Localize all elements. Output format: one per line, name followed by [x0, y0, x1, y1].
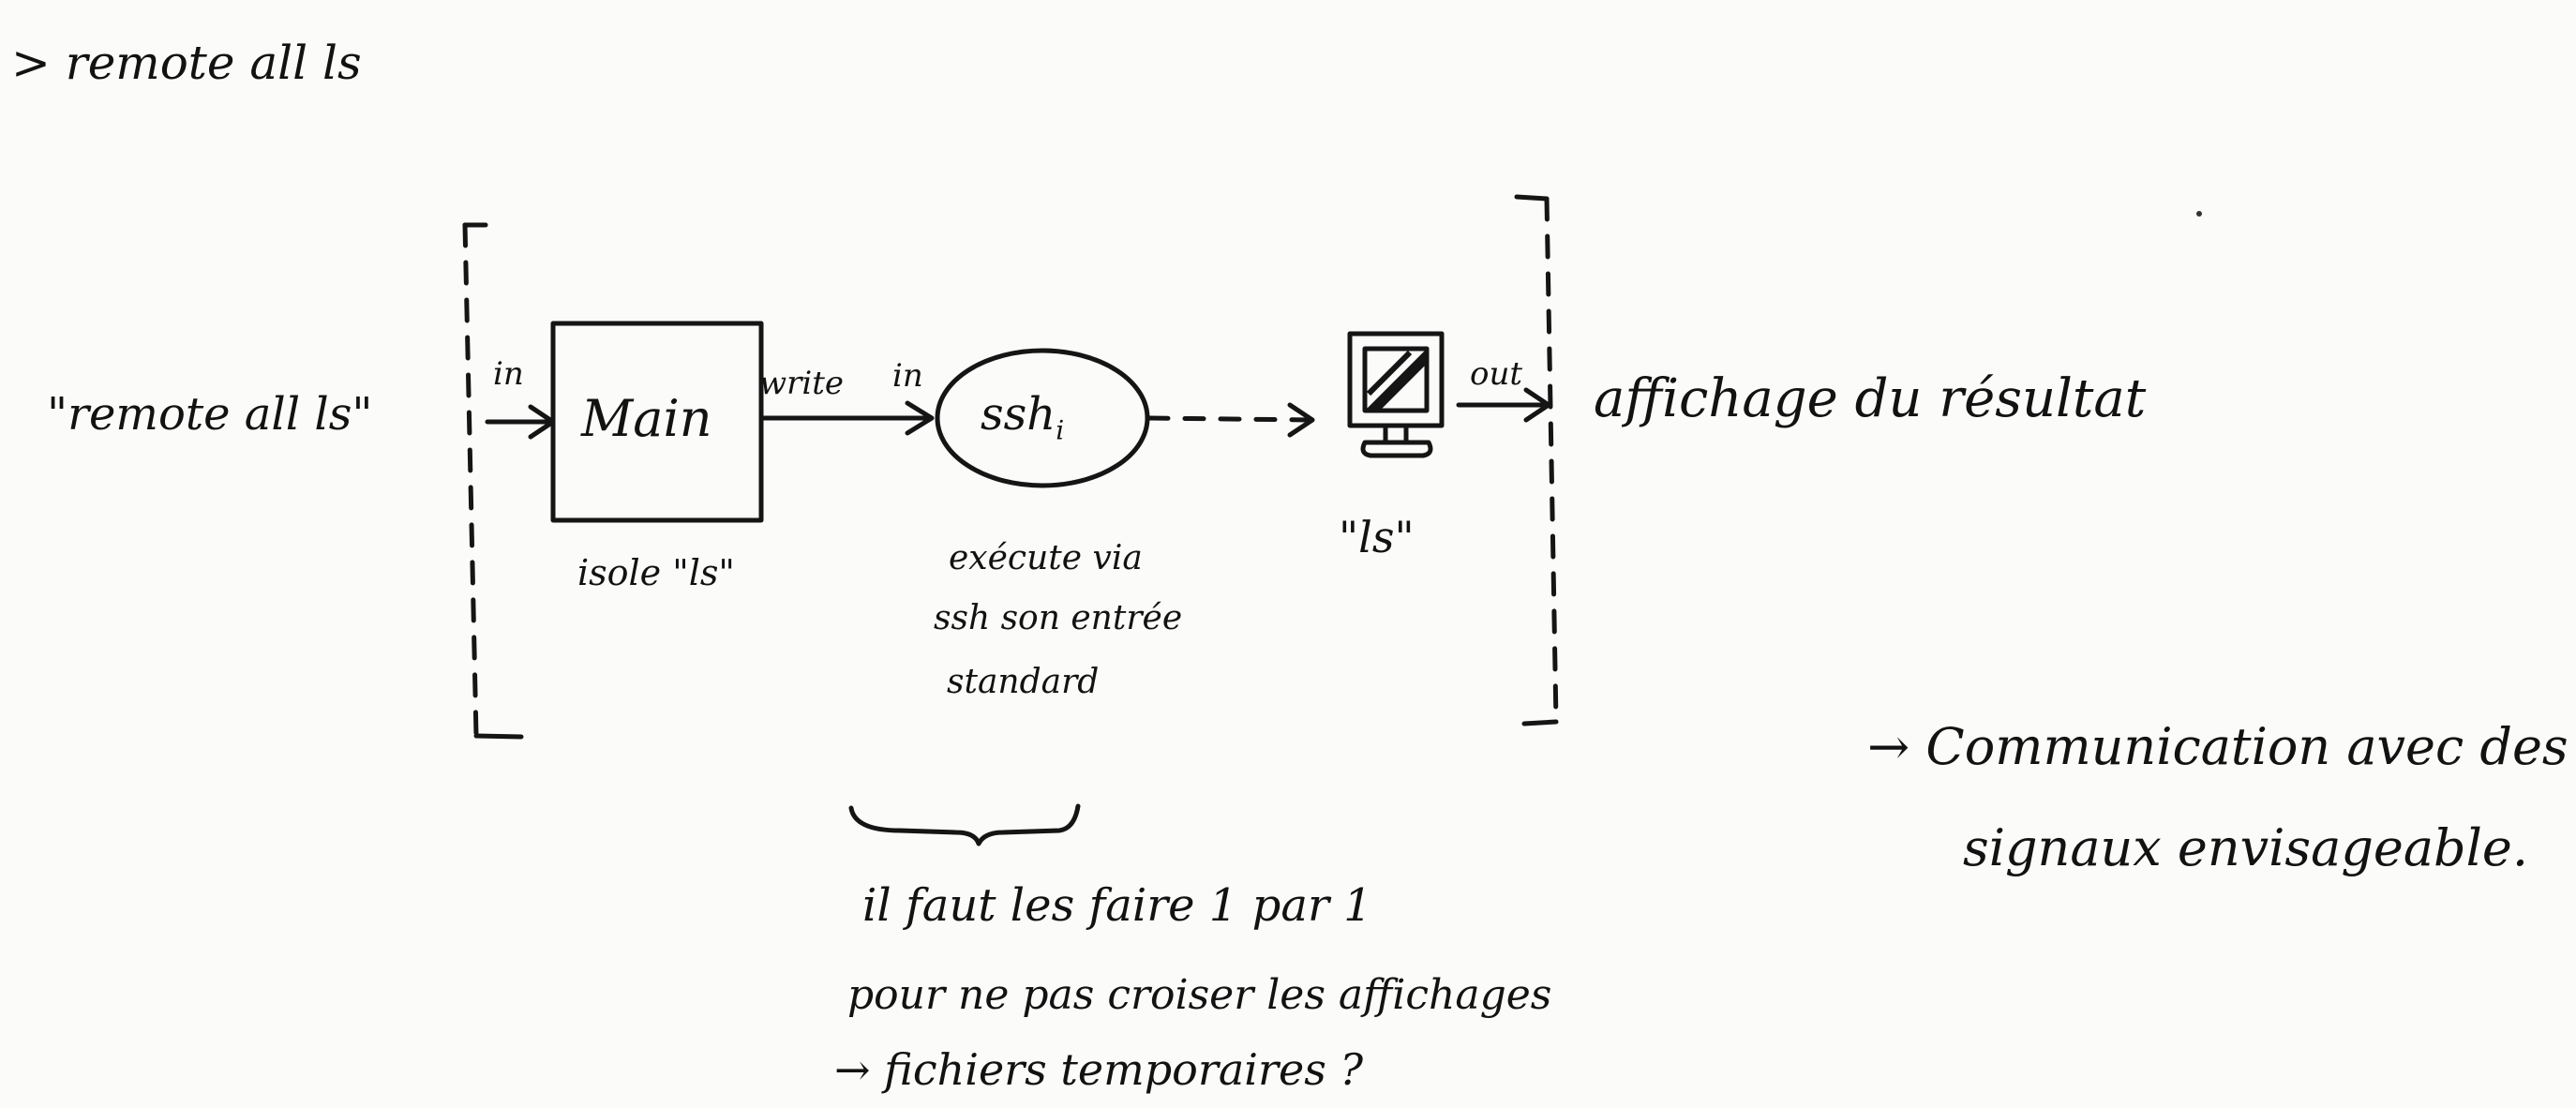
side-note-line-2: signaux envisageable. — [1963, 818, 2529, 877]
brace-note-line-2: pour ne pas croiser les affichages — [847, 971, 1552, 1019]
brace-note-line-1: il faut les faire 1 par 1 — [862, 879, 1372, 932]
ssh-label-text: ssh — [981, 388, 1056, 441]
dot — [2196, 211, 2202, 217]
right-bracket — [1514, 194, 1559, 726]
brace-note-line-3: → fichiers temporaires ? — [834, 1044, 1364, 1095]
ssh-label: sshi — [981, 392, 1064, 444]
screen-caption: "ls" — [1339, 512, 1415, 562]
command-text: > remote all ls — [11, 36, 362, 90]
arrow-input-to-main — [485, 404, 556, 440]
edge-label-out: out — [1470, 355, 1523, 393]
main-caption: isole "ls" — [577, 552, 735, 593]
main-label: Main — [581, 389, 712, 448]
input-label: "remote all ls" — [47, 388, 373, 441]
edge-label-write: write — [759, 365, 845, 402]
brace — [848, 803, 1081, 846]
arrow-screen-to-output — [1456, 387, 1551, 423]
output-label: affichage du résultat — [1594, 368, 2147, 429]
ssh-label-subscript: i — [1056, 414, 1065, 446]
ssh-caption-line-3: standard — [947, 663, 1100, 701]
edge-label-in-ssh: in — [892, 357, 923, 395]
main-box — [550, 321, 764, 523]
arrow-ssh-to-screen — [1146, 402, 1315, 438]
ssh-caption-line-2: ssh son entrée — [934, 599, 1183, 637]
edge-label-in: in — [493, 355, 524, 393]
left-bracket — [462, 222, 524, 740]
arrow-main-to-ssh — [758, 400, 935, 436]
monitor-icon — [1347, 331, 1445, 458]
ssh-caption-line-1: exécute via — [949, 539, 1143, 577]
side-note-line-1: → Communication avec des — [1867, 717, 2569, 776]
